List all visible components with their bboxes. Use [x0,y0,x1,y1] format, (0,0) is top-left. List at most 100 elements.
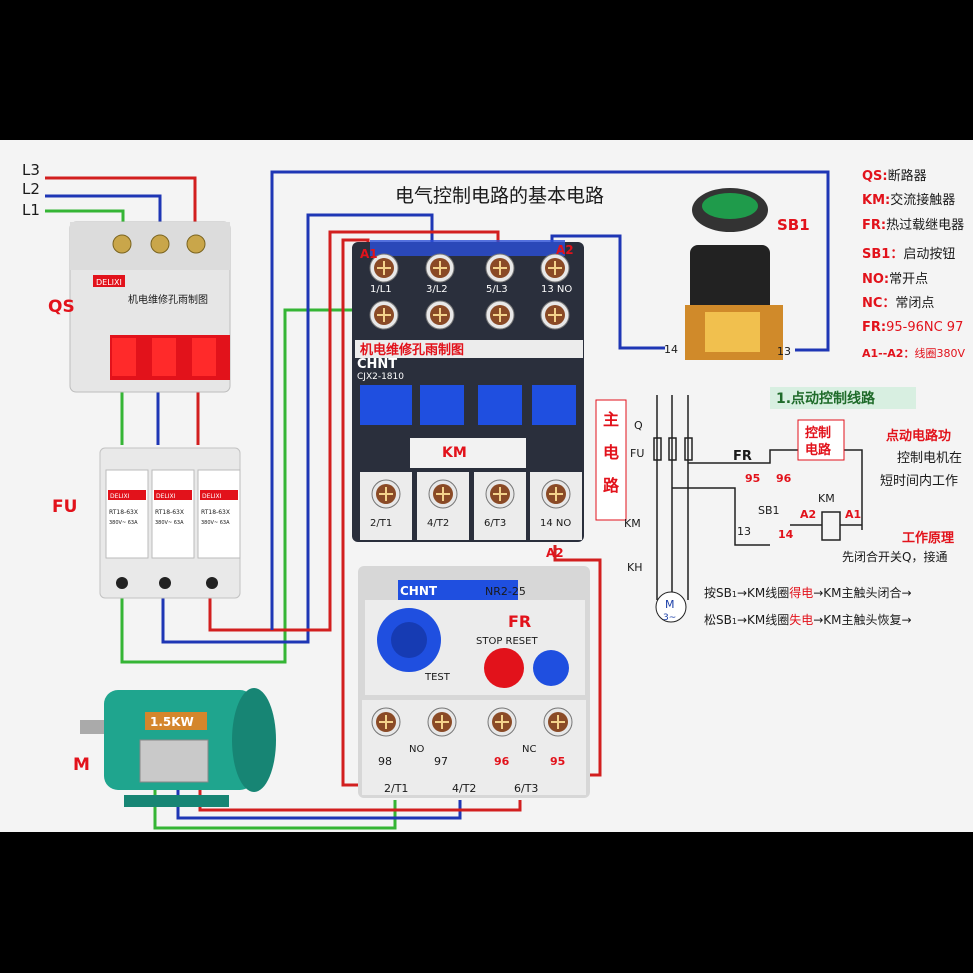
svg-text:A1: A1 [845,508,861,521]
svg-text:KH: KH [627,561,643,574]
legend-item: FR:热过载继电器 [862,218,964,233]
sb1-button [685,188,783,360]
svg-text:380V~ 63A: 380V~ 63A [201,520,230,526]
svg-text:按SB1→KM线圈得电→KM主触头闭合→: 按SB1→KM线圈得电→KM主触头闭合→ [704,585,912,600]
svg-text:KM: KM [624,517,641,530]
svg-text:3~: 3~ [663,613,676,623]
sb1-terminal-13: 13 [777,345,791,358]
contactor-top-terminal-screw [540,253,570,283]
contactor-top-terminal-label: 13 NO [541,284,572,295]
contactor-bottom-terminal-screw [485,479,515,509]
stop-button [484,648,524,688]
contactor-model: CJX2-1810 [357,372,404,382]
legend-item: QS:断路器 [862,168,927,184]
svg-text:控制电机在: 控制电机在 [897,451,962,466]
sb1-terminal-14: 14 [664,343,678,356]
page-title: 电气控制电路的基本电路 [395,185,604,207]
relay-bottom-terminal-label: 2/T1 [384,782,408,795]
svg-text:DELIXI: DELIXI [110,493,130,500]
relay-brand: CHNT [400,584,438,598]
qs-label: QS [48,297,75,317]
fu-fuse-block: DELIXI RT18-63X 380V~ 63A DELIXI RT18-63… [99,447,241,599]
fr-label: FR [508,612,531,631]
reset-button [533,650,569,686]
svg-text:380V~ 63A: 380V~ 63A [155,520,184,526]
motor-power: 1.5KW [150,715,194,729]
contactor-bottom-terminal-screw [371,479,401,509]
contactor-terminal-screw [369,300,399,330]
svg-text:RT18-63X: RT18-63X [155,509,184,516]
svg-text:电: 电 [603,443,619,462]
legend-item: FR:95-96NC 97 [862,320,963,335]
schematic-heading: 1.点动控制线路 [776,390,876,407]
stop-reset-label: STOP RESET [476,636,538,647]
motor-m: 1.5KW [80,688,276,807]
contactor-top-terminal-label: 1/L1 [370,284,392,295]
l2-label: L2 [22,180,40,198]
relay-terminal-number: 97 [434,755,448,768]
svg-text:工作原理: 工作原理 [902,530,954,546]
svg-text:路: 路 [603,476,620,495]
contactor-bottom-terminal-label: 4/T2 [427,518,449,529]
svg-text:DELIXI: DELIXI [202,493,222,500]
test-label: TEST [424,672,451,683]
svg-text:DELIXI: DELIXI [156,493,176,500]
svg-text:短时间内工作: 短时间内工作 [880,473,958,489]
relay-bottom-terminal-label: 4/T2 [452,782,476,795]
svg-text:96: 96 [776,472,792,485]
svg-text:SB1: SB1 [758,504,780,517]
svg-text:RT18-63X: RT18-63X [109,509,138,516]
contactor-top-terminal-screw [485,253,515,283]
svg-text:13: 13 [737,525,751,538]
relay-terminal-number: 98 [378,755,392,768]
km-contactor: 1/L1 3/L2 5/L3 13 NO 机电维修孔雨制图 CHNT CJX2-181… [352,240,584,542]
relay-terminal-number: 96 [494,755,510,768]
svg-text:RT18-63X: RT18-63X [201,509,230,516]
relay-terminal-screw [427,707,457,737]
legend-item: SB1：启动按钮 [862,247,955,262]
contactor-bottom-terminal-label: 14 NO [540,518,571,529]
a1-label: A1 [360,247,378,261]
schematic: 1.点动控制线路 主 电 路 M 3~ 控制 电路 Q FU KM KH FR … [595,387,916,623]
svg-text:主: 主 [603,410,619,429]
relay-terminal-screw [543,707,573,737]
fu-label: FU [52,497,77,517]
svg-text:380V~ 63A: 380V~ 63A [109,520,138,526]
contactor-bottom-terminal-screw [541,479,571,509]
svg-text:松SB1→KM线圈失电→KM主触头恢复→: 松SB1→KM线圈失电→KM主触头恢复→ [704,612,912,627]
svg-text:Q: Q [634,419,643,432]
relay-bottom-terminal-label: 6/T3 [514,782,538,795]
explanation: 点动电路功 控制电机在 短时间内工作 工作原理 先闭合开关Q，接通 按SB1→K… [704,428,962,627]
fuse-2: DELIXI RT18-63X 380V~ 63A [151,469,195,559]
contactor-brand: CHNT [357,357,397,372]
wire-l3 [45,176,197,236]
contactor-top-terminal-label: 5/L3 [486,284,508,295]
svg-text:FU: FU [630,447,644,460]
qs-watermark-text: 机电维修孔雨制图 [128,293,208,306]
a2-top-label: A2 [556,243,574,257]
km-label: KM [442,445,467,461]
contactor-terminal-screw [540,300,570,330]
svg-text:14: 14 [778,528,794,541]
fuse-3: DELIXI RT18-63X 380V~ 63A [197,469,241,559]
relay-terminal-screw [371,707,401,737]
l3-label: L3 [22,161,40,179]
legend: QS:断路器KM:交流接触器FR:热过载继电器SB1：启动按钮NO:常开点NC：… [862,168,965,360]
svg-text:控制: 控制 [805,425,831,441]
qs-brand: DELIXI [96,278,122,287]
a2-bottom-label: A2 [546,546,564,560]
sb1-label: SB1 [777,216,810,234]
contactor-bottom-terminal-label: 2/T1 [370,518,392,529]
contactor-top-terminal-screw [369,253,399,283]
contactor-red-strip: 机电维修孔雨制图 [360,342,464,358]
contactor-top-terminal-screw [425,253,455,283]
motor-label: M [73,755,90,775]
svg-text:M: M [665,598,675,611]
relay-terminal-screw [487,707,517,737]
svg-text:FR: FR [733,449,752,464]
contactor-top-terminal-label: 3/L2 [426,284,448,295]
svg-text:NO: NO [409,744,424,755]
legend-item: NO:常开点 [862,272,928,287]
contactor-terminal-screw [485,300,515,330]
